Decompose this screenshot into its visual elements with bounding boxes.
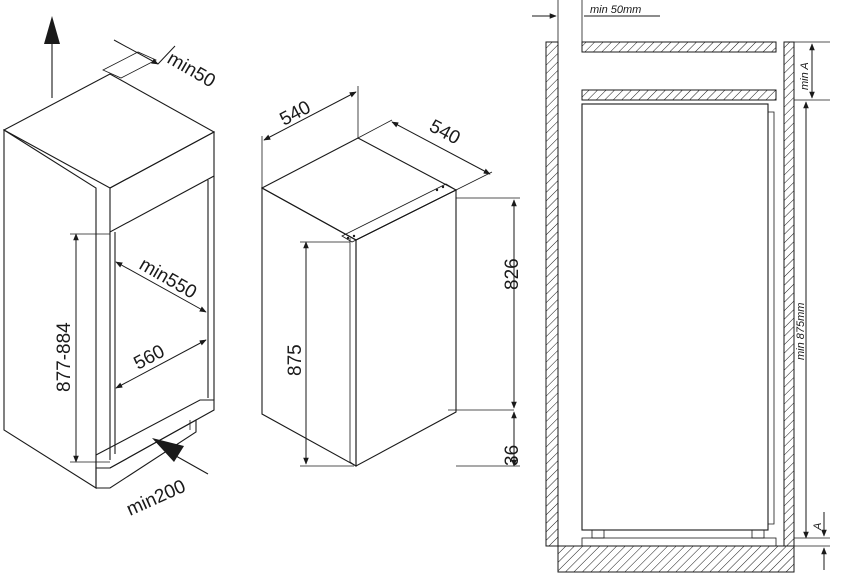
label-826: 826 [502, 258, 523, 290]
dim-side-height: min 875mm [794, 101, 830, 539]
label-875: 875 [285, 344, 306, 376]
dim-side-a: A [794, 512, 830, 570]
label-min50: min50 [164, 48, 219, 92]
dim-niche-width: 560 [115, 339, 207, 389]
airflow-in-arrow-icon [152, 438, 209, 475]
label-877-884: 877-884 [54, 322, 75, 392]
label-560: 560 [130, 341, 168, 374]
label-min-a: min A [799, 62, 811, 90]
niche-cabinet-drawing [2, 51, 216, 489]
label-min200: min200 [123, 476, 188, 521]
label-min-875mm: min 875mm [795, 303, 807, 360]
dim-unit-depth: 540 [357, 116, 493, 191]
dim-side-min-a: min A [794, 41, 830, 101]
side-section-drawing [545, 41, 795, 573]
label-540-width: 540 [276, 97, 314, 130]
dim-niche-depth: min550 [115, 254, 207, 313]
airflow-up-arrow-icon [44, 16, 60, 98]
label-a: A [812, 523, 824, 531]
appliance-drawing [260, 137, 514, 467]
dim-unit-width: 540 [261, 86, 359, 188]
dim-door-height: 826 [456, 197, 523, 409]
label-540-depth: 540 [426, 116, 464, 149]
dim-side-top-gap: min 50mm [532, 0, 660, 42]
dim-unit-height: 875 [285, 241, 354, 467]
label-min-50mm: min 50mm [590, 4, 641, 16]
label-36: 36 [502, 445, 523, 466]
label-min550: min550 [136, 254, 200, 303]
dim-door-bottom-offset: 36 [456, 411, 523, 467]
dim-niche-height: 877-884 [54, 233, 110, 463]
